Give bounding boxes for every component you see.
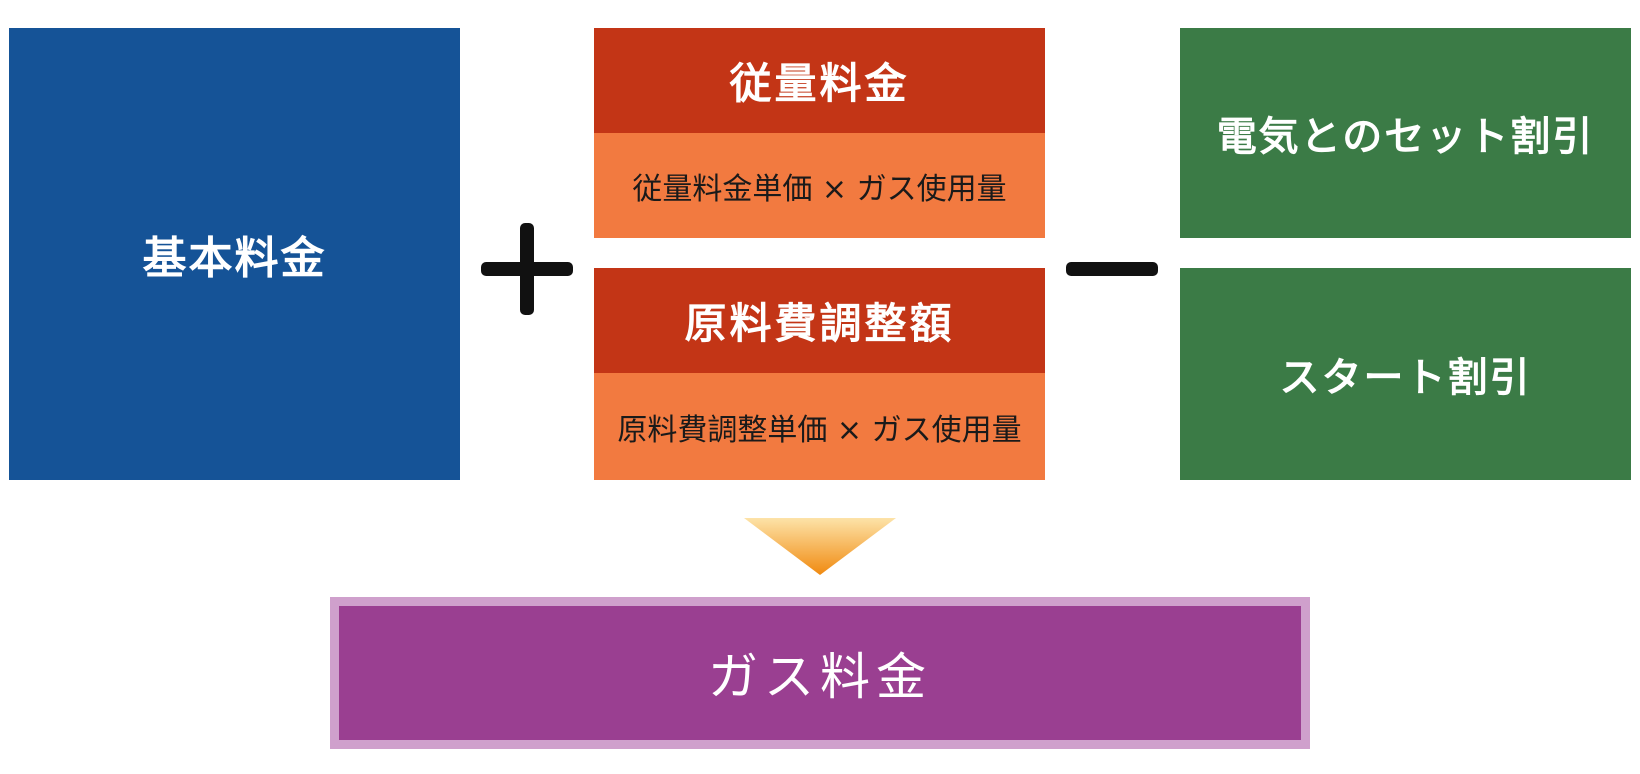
gas-fee-total-box: ガス料金: [330, 597, 1310, 749]
unit-fee-formula: 従量料金単価 × ガス使用量: [632, 171, 1007, 207]
start-discount-label: スタート割引: [1279, 355, 1532, 401]
fuel-adjustment-formula: 原料費調整単価 × ガス使用量: [617, 412, 1022, 448]
start-discount-box: スタート割引: [1180, 268, 1631, 480]
unit-fee-formula-box: 従量料金単価 × ガス使用量: [594, 133, 1045, 238]
minus-operator: [1066, 262, 1158, 276]
gas-fee-total-label: ガス料金: [708, 648, 932, 706]
fuel-adjustment-title: 原料費調整額: [684, 299, 955, 348]
unit-fee-title: 従量料金: [729, 59, 910, 108]
down-arrow-icon: [744, 518, 896, 575]
set-discount-label: 電気とのセット割引: [1216, 114, 1595, 160]
base-fee-box: 基本料金: [9, 28, 460, 480]
base-fee-label: 基本料金: [142, 233, 327, 284]
set-discount-box: 電気とのセット割引: [1180, 28, 1631, 238]
unit-fee-header: 従量料金: [594, 28, 1045, 133]
fuel-adjustment-header: 原料費調整額: [594, 268, 1045, 373]
plus-operator-vertical: [520, 223, 534, 315]
fuel-adjustment-formula-box: 原料費調整単価 × ガス使用量: [594, 373, 1045, 480]
